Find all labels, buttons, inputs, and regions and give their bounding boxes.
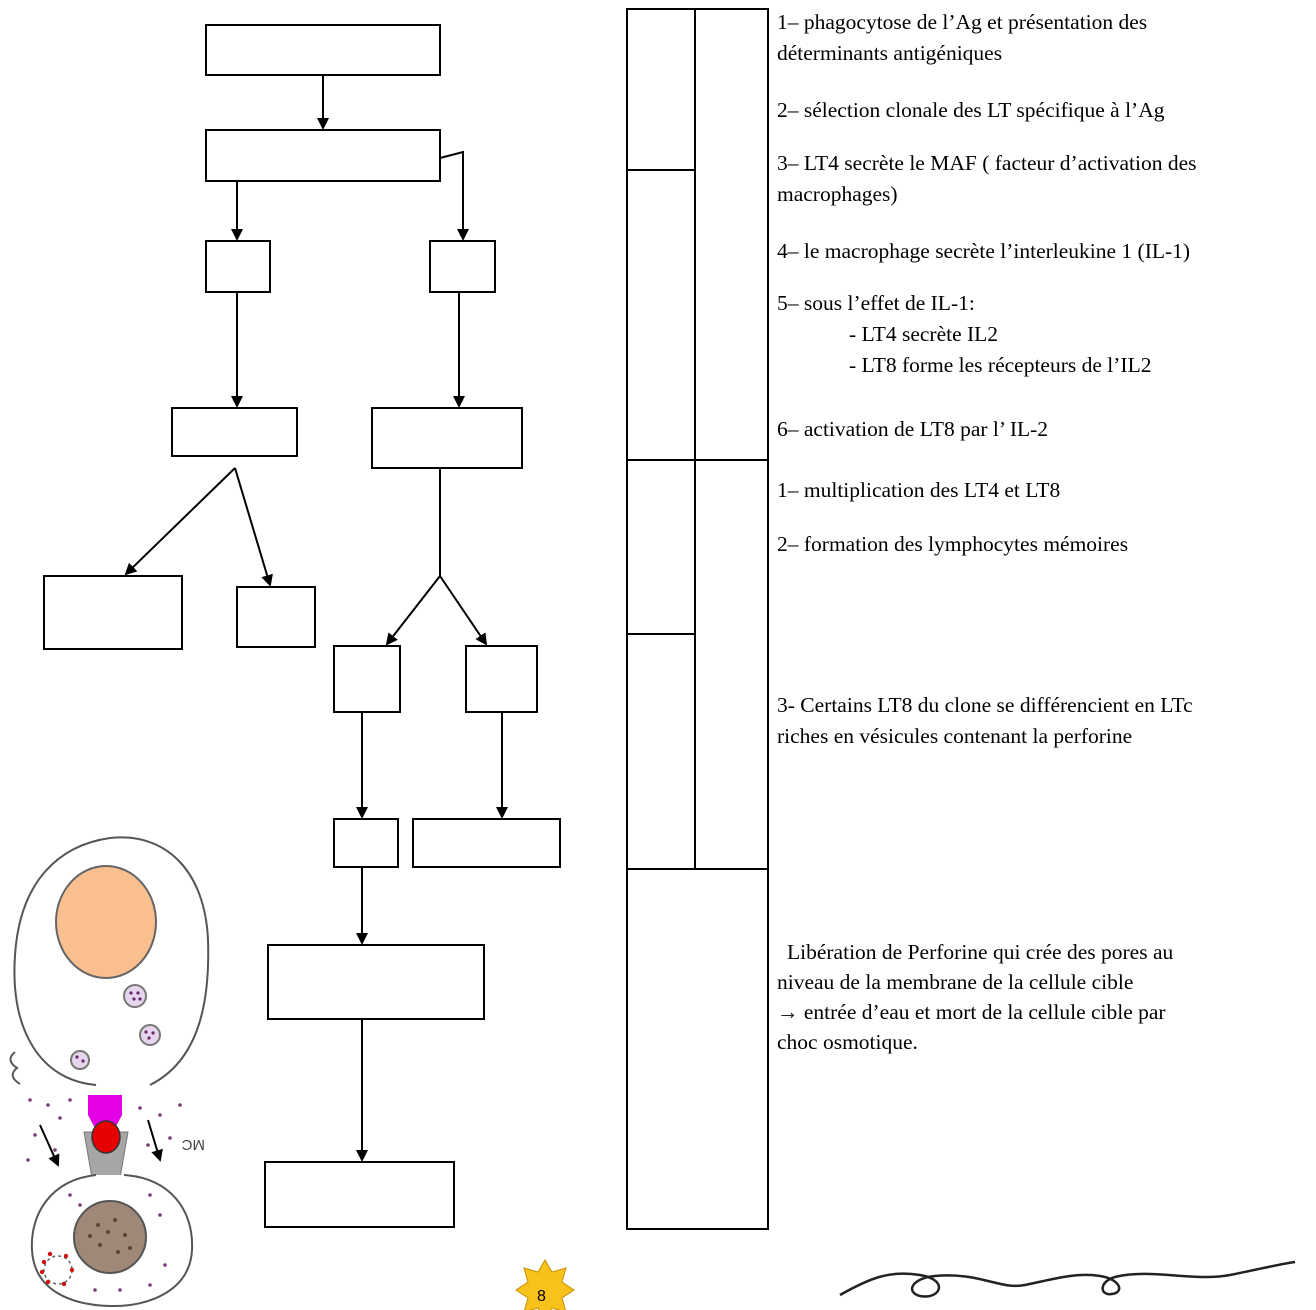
perforin-vesicle [70, 1050, 90, 1070]
note-multiplication: 1– multiplication des LT4 et LT8 [777, 478, 1061, 502]
flow-box-1 [205, 24, 441, 76]
antigen-peptide [91, 1120, 121, 1154]
note-maf: 3– LT4 secrète le MAF ( facteur d’activa… [777, 151, 1197, 206]
release-arrow-left [39, 1124, 60, 1167]
flow-box-3 [205, 240, 271, 293]
ltc-target-cell-illustration: MC [9, 836, 210, 1308]
chromatin-texture [88, 1218, 132, 1254]
perforin-pores [39, 1251, 75, 1287]
flow-box-2 [205, 129, 441, 182]
note-perforine: Libération de Perforine qui crée des por… [777, 940, 1174, 1054]
arrow-5-7 [124, 467, 236, 576]
flow-box-7 [43, 575, 183, 650]
target-cell-dots [68, 1193, 167, 1292]
flow-box-9 [333, 645, 401, 713]
vesicle-granules [75, 991, 155, 1063]
stage-table [626, 8, 769, 1230]
flow-box-11 [333, 818, 399, 868]
page-number-badge [515, 1259, 575, 1310]
perforin-vesicle [139, 1024, 161, 1046]
flow-box-10 [465, 645, 538, 713]
flow-box-12 [412, 818, 561, 868]
page-number: 8 [537, 1288, 546, 1305]
arrow-split-9 [385, 575, 441, 646]
flow-box-13 [267, 944, 485, 1020]
release-arrow-right [147, 1119, 163, 1162]
note-selection-clonale: 2– sélection clonale des LT spécifique à… [777, 98, 1165, 122]
mirrored-label: MC [182, 1136, 205, 1153]
note-differenciation-ltc: 3- Certains LT8 du clone se différencien… [777, 693, 1193, 748]
note-phagocytose: 1– phagocytose de l’Ag et présentation d… [777, 10, 1148, 65]
arrow-split-10 [439, 575, 488, 646]
perforin-vesicle [123, 984, 147, 1008]
tcr-receptor [88, 1095, 122, 1130]
ltc-nucleus [55, 865, 157, 979]
note-effet-il1: 5– sous l’effet de IL-1: - LT4 secrète I… [777, 291, 1152, 377]
arrow-5-8 [234, 467, 273, 587]
flow-box-8 [236, 586, 316, 648]
flow-box-14 [264, 1161, 455, 1228]
flow-box-5 [171, 407, 298, 457]
target-cell-nucleus [73, 1200, 147, 1274]
decorative-swirl [839, 1260, 1296, 1298]
flow-box-6 [371, 407, 523, 469]
note-interleukine: 4– le macrophage secrète l’interleukine … [777, 239, 1191, 263]
note-lymphocytes-memoires: 2– formation des lymphocytes mémoires [777, 532, 1129, 556]
membrane-bleb [9, 1051, 21, 1085]
page-number-star [515, 1259, 575, 1310]
arrow-2-4 [439, 150, 469, 241]
note-activation-lt8: 6– activation de LT8 par l’ IL-2 [777, 417, 1049, 441]
flow-box-4 [429, 240, 496, 293]
released-perforin-dots [26, 1098, 182, 1162]
stage-table-frame [626, 8, 769, 1230]
